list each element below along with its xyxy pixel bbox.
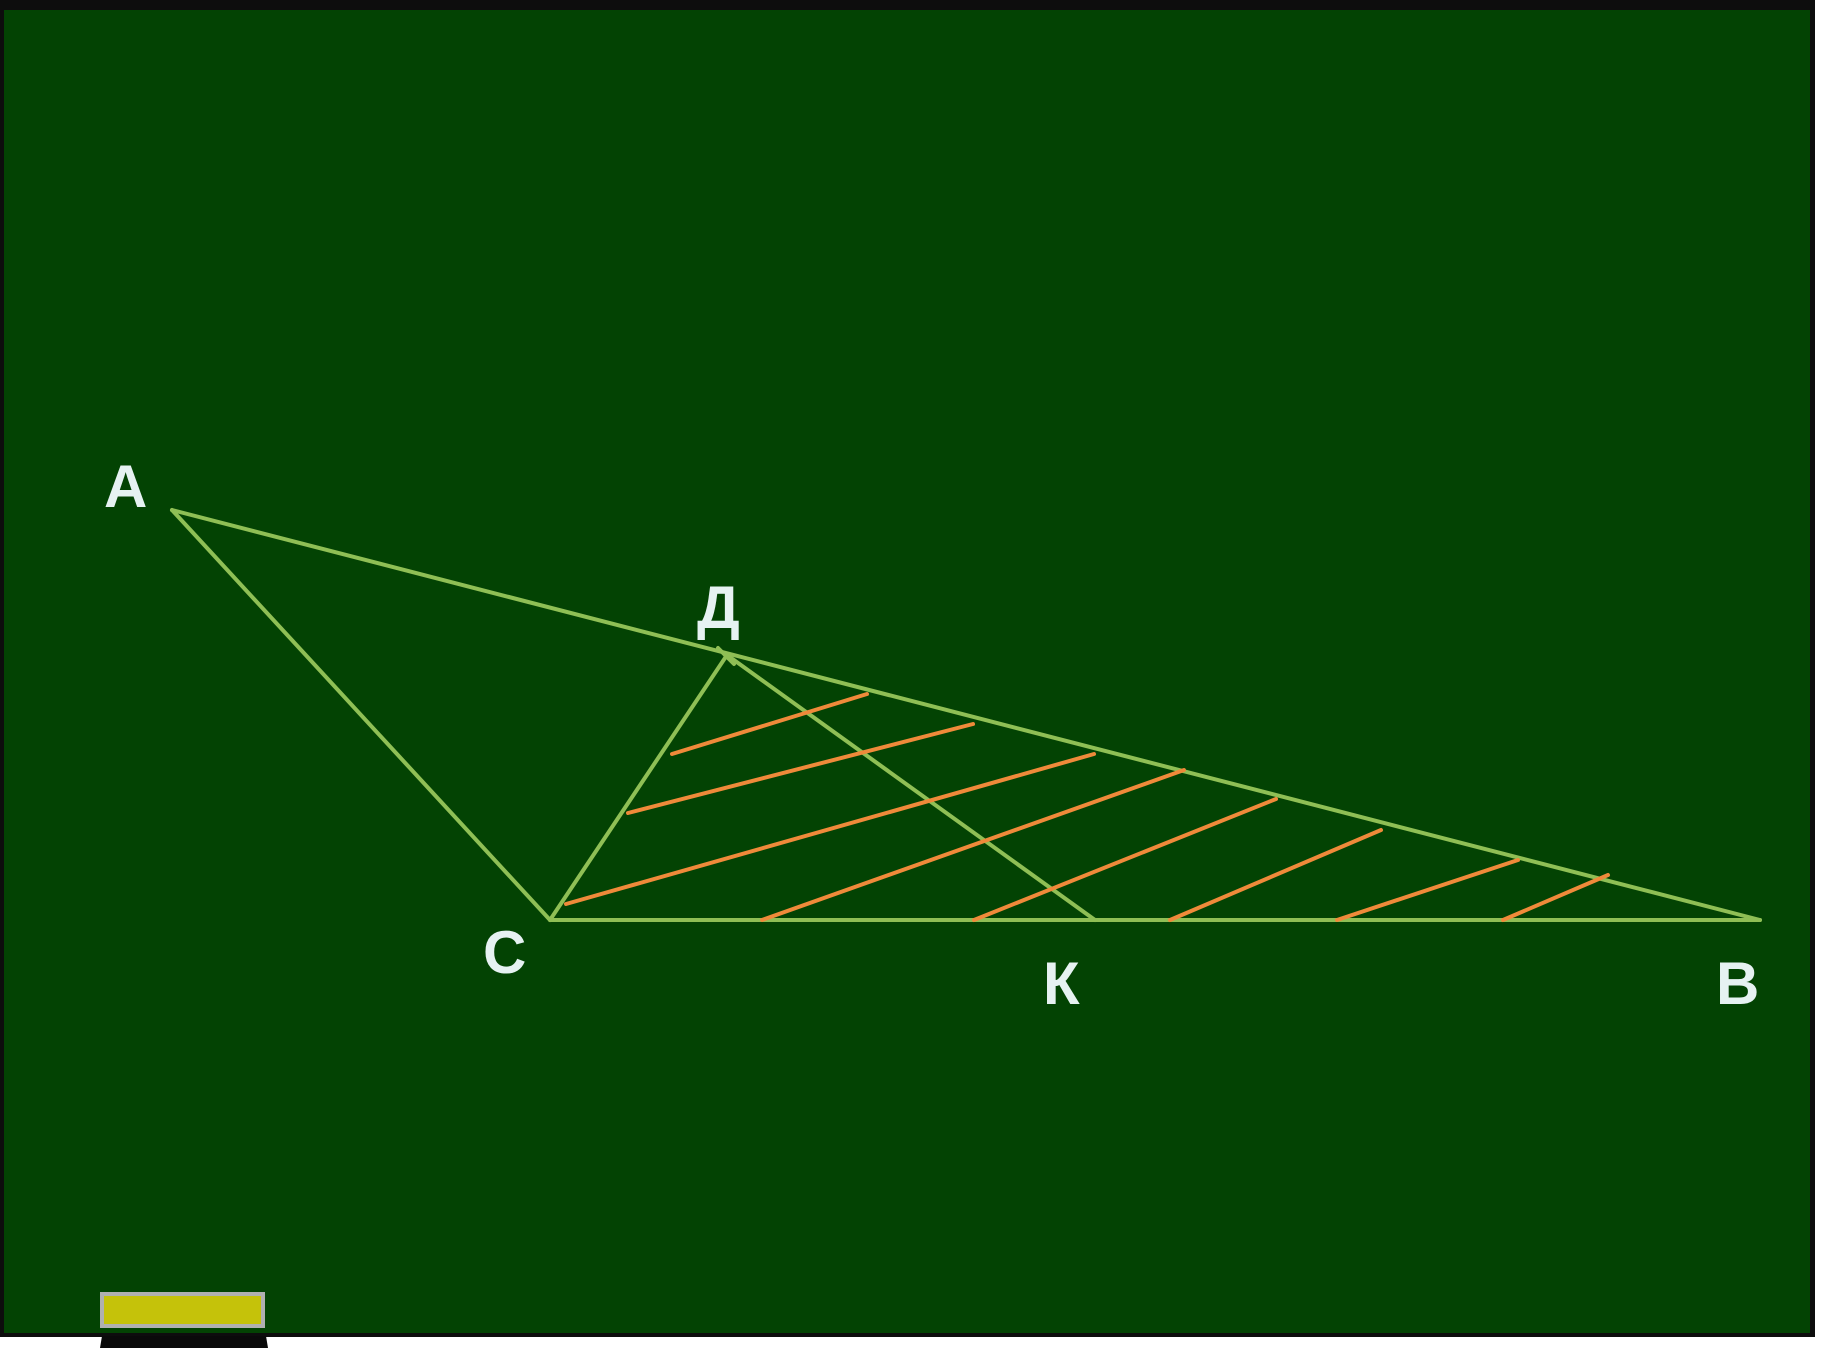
label-point-c: С	[483, 919, 526, 986]
hatch-line	[670, 692, 869, 756]
hatch-line	[564, 752, 1096, 906]
tick-mark-d	[716, 646, 736, 666]
hatch-line	[1501, 873, 1610, 922]
hatch-line	[1168, 828, 1383, 922]
hatch-line	[760, 768, 1186, 922]
chalkboard-eraser-icon	[100, 1292, 268, 1348]
label-point-b: В	[1716, 950, 1759, 1017]
label-point-d: Д	[697, 574, 740, 641]
hatch-line	[626, 722, 975, 815]
hatch-line	[972, 797, 1278, 922]
segment-dk	[725, 653, 1097, 922]
segment-ab	[170, 508, 1762, 922]
label-point-k: К	[1043, 950, 1080, 1017]
segment-cd	[548, 653, 729, 922]
label-point-a: А	[104, 453, 147, 520]
hatch-line	[1335, 858, 1520, 922]
segment-ac	[170, 508, 552, 922]
chalkboard-surface	[4, 10, 1810, 1333]
